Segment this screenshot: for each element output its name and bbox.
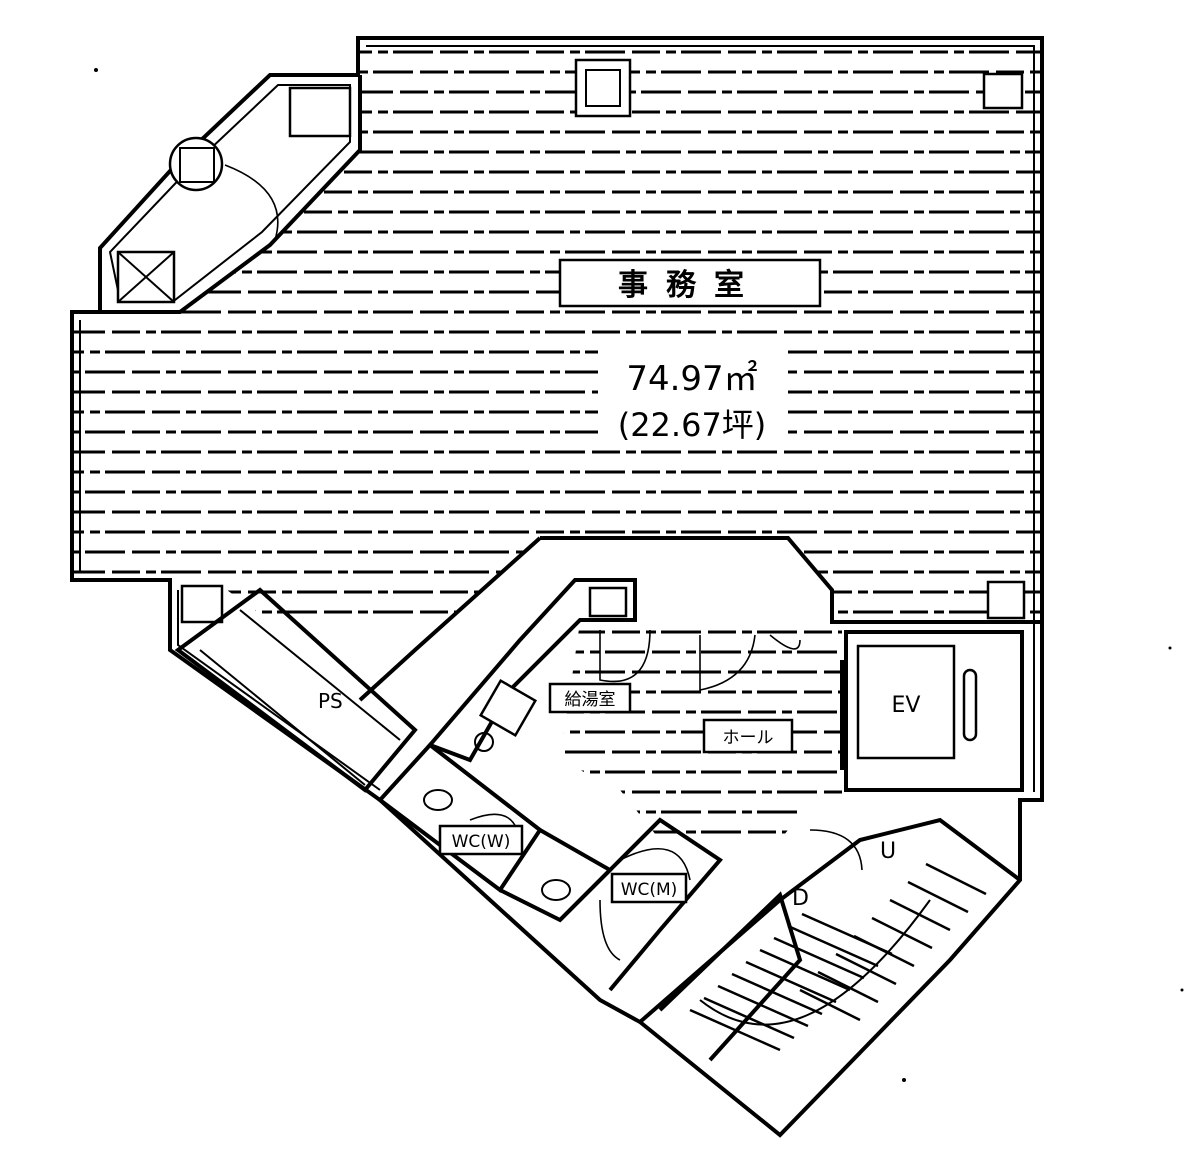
core-partition-diagonal — [358, 536, 542, 702]
office-label-box — [558, 258, 822, 308]
kitchen-sink — [478, 678, 538, 738]
wc-men-label-box — [610, 872, 688, 904]
stair-down-label: D — [792, 886, 809, 911]
stair-tread — [689, 1008, 781, 1052]
stair-direction-line — [699, 899, 931, 1026]
bay-door-swing — [224, 164, 279, 241]
stair-up-label: U — [880, 839, 896, 864]
hall-door-center-swing — [699, 634, 756, 691]
wc-women-label-box — [438, 824, 524, 856]
stair-tread — [853, 934, 915, 968]
ps-diagonal — [199, 649, 366, 786]
kitchen-label-box — [548, 682, 632, 714]
stair-tread — [787, 924, 879, 968]
column-top-right — [982, 72, 1024, 110]
ps-diagonal-2 — [239, 609, 401, 741]
stair-tread — [925, 862, 987, 896]
stair-core-wall — [638, 817, 1022, 1024]
elevator-car — [856, 644, 956, 760]
scan-speck — [902, 1078, 906, 1082]
scan-speck — [94, 68, 98, 72]
stair-tread — [817, 970, 879, 1004]
wc-women-wall — [377, 742, 543, 893]
area-label-bg — [598, 348, 788, 440]
kitchen-column — [588, 586, 628, 618]
stair-tread — [907, 880, 969, 914]
elevator-counterweight — [962, 668, 978, 742]
stair-tread — [871, 916, 933, 950]
column-right — [986, 580, 1026, 620]
wc-women-label: WC(W) — [452, 832, 511, 852]
kitchen-stove-icon — [474, 732, 494, 752]
wc-men-toilet-icon — [541, 879, 571, 901]
scan-speck — [1168, 646, 1172, 650]
hall-label: ホール — [723, 728, 774, 748]
stair-steps — [689, 862, 987, 1052]
bay-column-top — [288, 86, 352, 138]
stair-door-swing — [809, 829, 863, 871]
column-top-center-inner — [585, 69, 621, 107]
ps-shaft-wall — [174, 587, 418, 793]
stair-tread — [745, 960, 837, 1004]
elevator-shaft — [844, 630, 1024, 792]
hall-label-box — [702, 718, 794, 754]
bay-column-left-cross-b — [117, 251, 175, 303]
hall-door-right-swing — [769, 634, 801, 650]
hall-door-left-swing — [599, 629, 651, 683]
bay-inner-wall — [108, 84, 351, 301]
office-floor-hatching — [72, 50, 1042, 614]
wc-men-wall — [558, 817, 723, 992]
scan-speck — [1180, 988, 1184, 992]
wc-men-door-swing — [619, 847, 691, 881]
stair-tread — [799, 988, 861, 1022]
stair-tread — [773, 936, 865, 980]
area-m2-label: 74.97㎡ — [626, 359, 757, 399]
column-left — [180, 584, 224, 624]
wc-women-toilet-icon — [423, 789, 453, 811]
office-label: 事務室 — [618, 268, 762, 303]
stair-tread — [703, 996, 795, 1040]
column-top-center — [574, 58, 632, 118]
stair-tread — [759, 948, 851, 992]
elevator-label: EV — [892, 693, 921, 718]
wc-men-label: WC(M) — [621, 880, 678, 900]
kitchen-label: 給湯室 — [565, 690, 616, 710]
stair-tread — [835, 952, 897, 986]
wc-men-door-swing-2 — [599, 899, 621, 961]
bay-outdoor-unit-box — [179, 147, 215, 183]
area-tsubo-label: (22.67坪) — [618, 406, 767, 444]
stair-tread — [731, 972, 823, 1016]
ps-label: PS — [318, 689, 343, 713]
bay-outdoor-unit — [168, 136, 224, 192]
bay-wall — [100, 75, 362, 314]
core-partition-wall — [540, 536, 1042, 624]
